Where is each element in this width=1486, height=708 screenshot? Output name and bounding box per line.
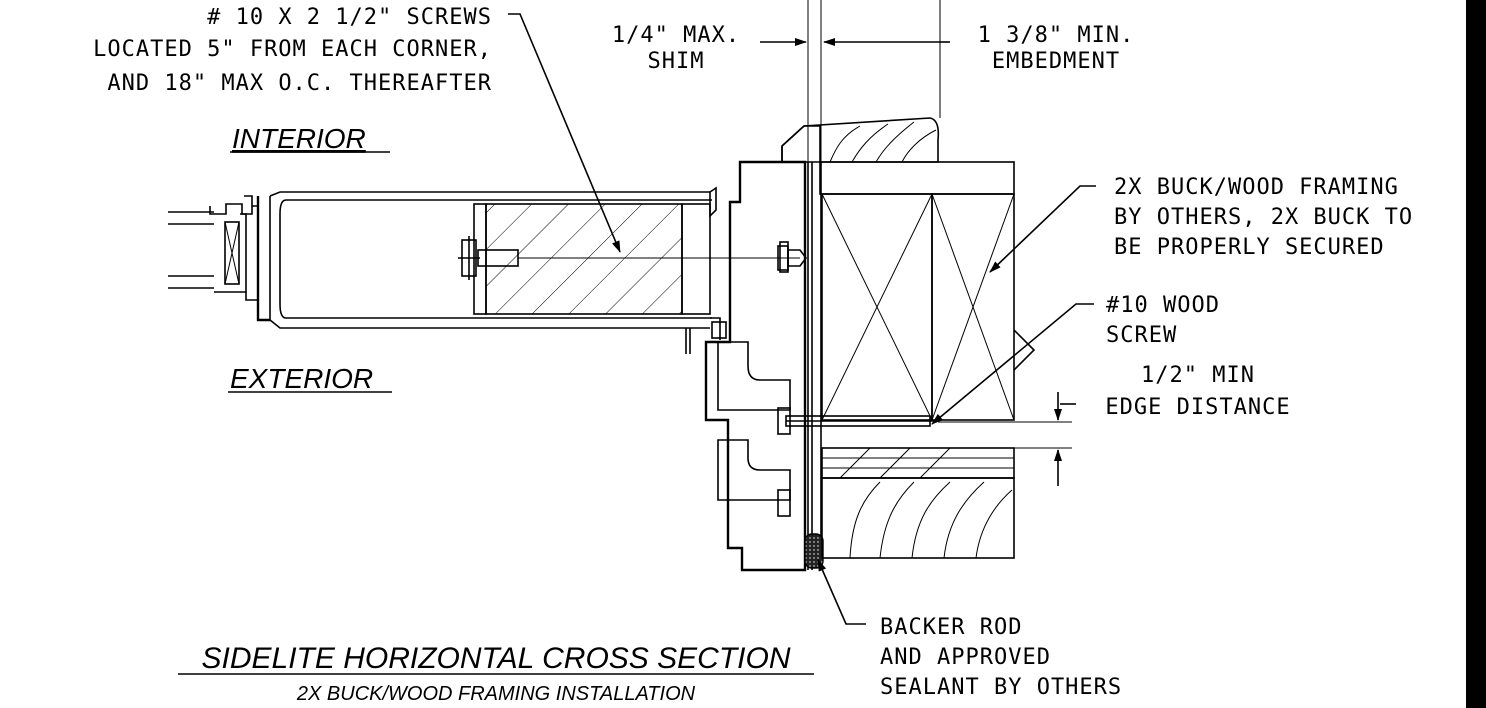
section-subtitle: 2X BUCK/WOOD FRAMING INSTALLATION: [296, 683, 696, 705]
svg-text:2X BUCK/WOOD FRAMING: 2X BUCK/WOOD FRAMING: [1114, 175, 1399, 200]
backer-rod-sealant: [804, 533, 824, 569]
backer-rod-note: BACKER ROD AND APPROVED SEALANT BY OTHER…: [880, 615, 1122, 700]
wood-screw-note: #10 WOOD SCREW: [1106, 293, 1220, 348]
svg-text:LOCATED 5" FROM EACH CORNER,: LOCATED 5" FROM EACH CORNER,: [93, 37, 492, 62]
buck-note: 2X BUCK/WOOD FRAMING BY OTHERS, 2X BUCK …: [1114, 175, 1413, 260]
section-title: SIDELITE HORIZONTAL CROSS SECTION: [202, 642, 791, 675]
wood-buck-framing: [781, 117, 1036, 559]
svg-text:SHIM: SHIM: [648, 49, 705, 74]
svg-text:BACKER ROD: BACKER ROD: [880, 615, 1022, 640]
leader-lines: [508, 13, 1096, 625]
shim-note: 1/4" MAX. SHIM: [612, 23, 740, 74]
svg-text:AND 18" MAX O.C. THEREAFTER: AND 18" MAX O.C. THEREAFTER: [107, 71, 492, 96]
wood-screw: [785, 415, 936, 427]
svg-text:SEALANT BY OTHERS: SEALANT BY OTHERS: [880, 675, 1122, 700]
exterior-label: EXTERIOR: [230, 363, 373, 394]
sidelite-glazing-frame: [168, 186, 721, 354]
interior-label: INTERIOR: [232, 123, 366, 154]
svg-text:1/2" MIN: 1/2" MIN: [1141, 363, 1255, 388]
svg-text:AND APPROVED: AND APPROVED: [880, 645, 1051, 670]
screw-note: # 10 X 2 1/2" SCREWS LOCATED 5" FROM EAC…: [93, 5, 492, 96]
svg-text:BE PROPERLY SECURED: BE PROPERLY SECURED: [1114, 235, 1385, 260]
right-edge-border: [1466, 0, 1486, 708]
svg-text:EMBEDMENT: EMBEDMENT: [992, 49, 1120, 74]
exterior-frame-profile: [704, 160, 822, 572]
svg-text:SCREW: SCREW: [1106, 323, 1177, 348]
svg-text:1 3/8" MIN.: 1 3/8" MIN.: [978, 23, 1135, 48]
svg-text:BY OTHERS, 2X BUCK TO: BY OTHERS, 2X BUCK TO: [1114, 205, 1413, 230]
svg-text:# 10 X 2 1/2" SCREWS: # 10 X 2 1/2" SCREWS: [207, 5, 492, 30]
edge-distance-note: 1/2" MIN EDGE DISTANCE: [1105, 363, 1290, 420]
svg-text:#10 WOOD: #10 WOOD: [1106, 293, 1220, 318]
svg-text:EDGE DISTANCE: EDGE DISTANCE: [1105, 395, 1290, 420]
dimension-lines: [760, 0, 1072, 486]
embedment-note: 1 3/8" MIN. EMBEDMENT: [978, 23, 1135, 74]
svg-text:1/4" MAX.: 1/4" MAX.: [612, 23, 740, 48]
